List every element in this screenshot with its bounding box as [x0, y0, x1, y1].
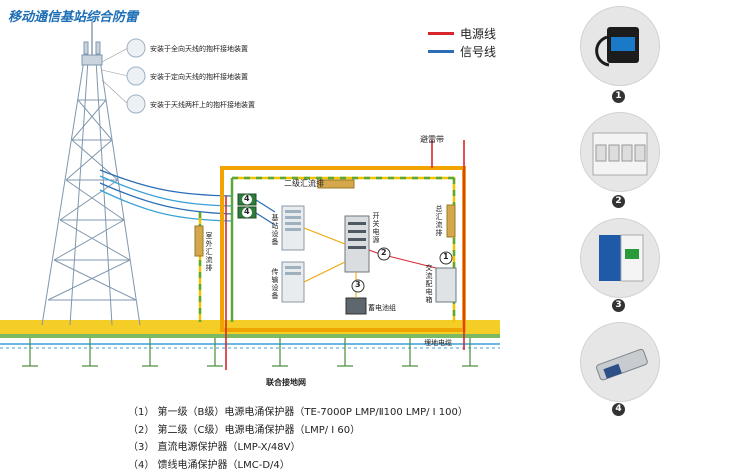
switch-power-label: 开关电源 — [371, 212, 381, 244]
product-1-badge: 1 — [612, 90, 625, 103]
ground-rods — [22, 338, 478, 366]
note-2: （2） 第二级（C级）电源电涌保护器（LMP/ I 60） — [128, 422, 468, 440]
battery-shape — [346, 298, 366, 314]
antenna-note-3: 安装于天线两杆上的抱杆接地装置 — [150, 100, 255, 110]
note-4: （4） 馈线电涌保护器（LMC-D/4） — [128, 457, 468, 474]
marker-4b-number: 4 — [244, 207, 250, 216]
base-station-label: 基站设备 — [270, 214, 280, 246]
antenna-note-2: 安装于定向天线的抱杆接地装置 — [150, 72, 248, 82]
switch-power-rack — [345, 216, 369, 272]
buried-cable-label: 埋地电缆 — [424, 338, 452, 348]
marker-1-number: 1 — [443, 252, 449, 261]
lightning-band-label: 避雷带 — [420, 134, 444, 145]
transmission-rack — [282, 262, 304, 302]
product-3-shape — [581, 219, 659, 297]
product-2-image — [580, 112, 660, 192]
outdoor-busbar-label: 室外汇流排 — [204, 232, 214, 272]
product-2-shape — [581, 113, 659, 191]
tower — [42, 22, 140, 325]
ground-network-label: 联合接地网 — [266, 377, 306, 388]
product-1-shape — [581, 7, 659, 85]
antenna-thumbnails — [127, 39, 145, 113]
outdoor-busbar-shape — [195, 226, 203, 256]
product-4-shape — [581, 323, 659, 401]
base-station-rack — [282, 206, 304, 250]
battery-label: 蓄电池组 — [368, 303, 396, 313]
product-2-badge: 2 — [612, 195, 625, 208]
product-4-badge: 4 — [612, 403, 625, 416]
product-1-image — [580, 6, 660, 86]
product-4-image — [580, 322, 660, 402]
marker-2-number: 2 — [381, 248, 387, 257]
main-busbar-shape — [447, 205, 455, 237]
antenna-note-1: 安装于全向天线的抱杆接地装置 — [150, 44, 248, 54]
product-3-badge: 3 — [612, 299, 625, 312]
product-3-image — [580, 218, 660, 298]
antenna-callouts — [102, 48, 128, 104]
protector-notes: （1） 第一级（B级）电源电涌保护器（TE-7000P LMP/Ⅱ100 LMP… — [128, 404, 468, 474]
internal-wiring — [304, 228, 436, 298]
ac-distribution-label: 交流配电箱 — [424, 264, 434, 304]
transmission-label: 传输设备 — [270, 268, 280, 300]
marker-3-number: 3 — [355, 280, 361, 289]
main-busbar-label: 总汇流排 — [434, 205, 444, 237]
level2-busbar-label: 二级汇流排 — [284, 178, 324, 189]
ac-distribution-box — [436, 268, 456, 302]
lightning-band-frame — [222, 168, 464, 330]
note-1: （1） 第一级（B级）电源电涌保护器（TE-7000P LMP/Ⅱ100 LMP… — [128, 404, 468, 422]
note-3: （3） 直流电源保护器（LMP-X/48V） — [128, 439, 468, 457]
marker-4a-number: 4 — [244, 194, 250, 203]
